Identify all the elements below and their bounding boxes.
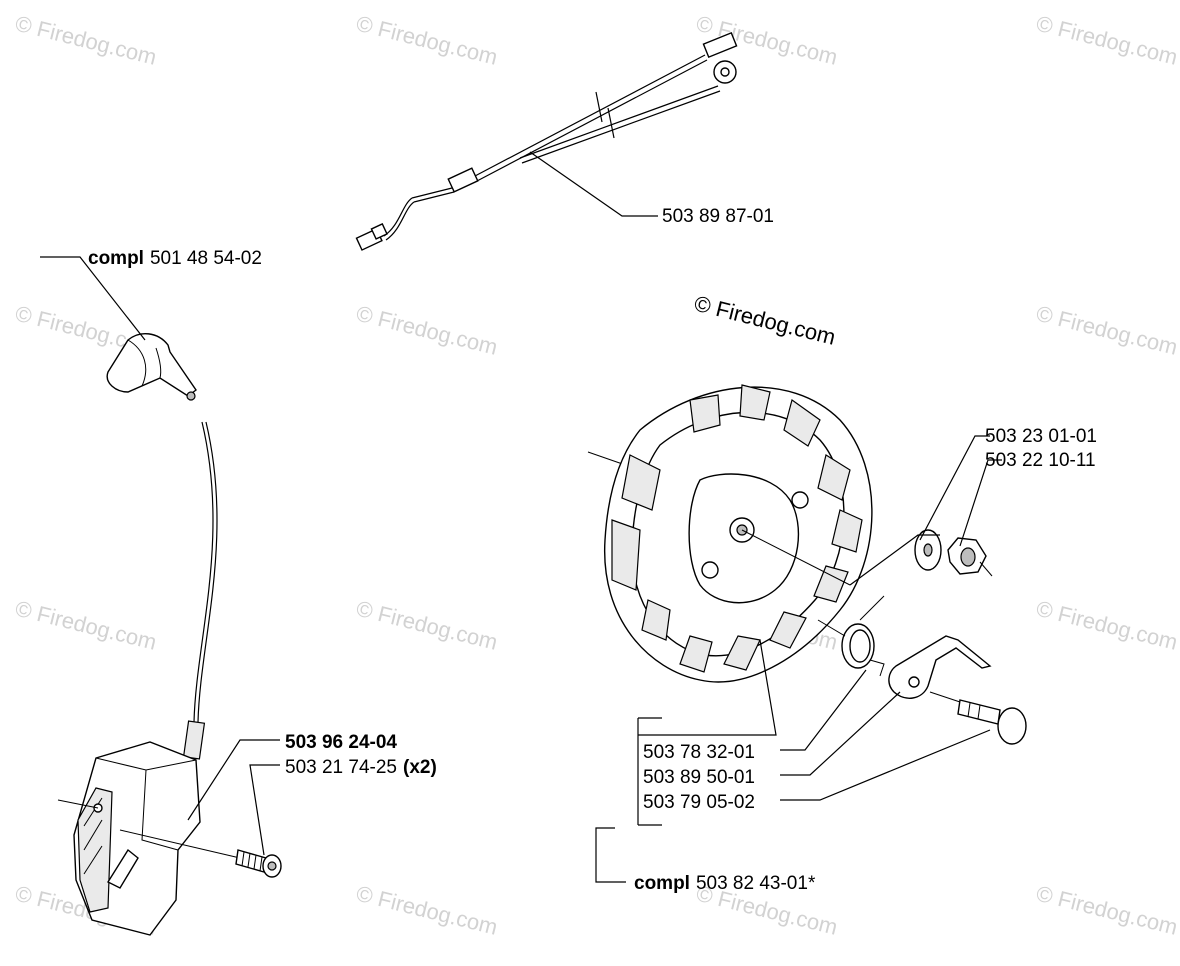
label-flywheel-part: 503 89 50-01 bbox=[643, 767, 755, 788]
leader-spring bbox=[780, 669, 867, 751]
nut-drawing bbox=[947, 537, 993, 577]
label-nut: 503 22 10-11 bbox=[985, 450, 1096, 471]
leader-flywheel-center bbox=[849, 534, 940, 586]
module-screw-drawing bbox=[119, 829, 282, 878]
pawl-drawing bbox=[888, 635, 992, 699]
watermark-text: © Firedog.com bbox=[1034, 11, 1180, 70]
leader-spark-plug-cap bbox=[40, 256, 146, 341]
label-wire-harness: 503 89 87-01 bbox=[662, 206, 774, 227]
leader-nut bbox=[959, 459, 1002, 547]
copyright-note: © Firedog.com bbox=[692, 291, 838, 350]
leader-pin bbox=[780, 729, 991, 801]
wire-harness-drawing bbox=[355, 31, 738, 251]
label-flywheel-part: 503 79 05-02 bbox=[643, 792, 755, 813]
leader-ignition-module bbox=[187, 739, 280, 821]
leader-module-screw bbox=[249, 764, 280, 856]
watermark-text: © Firedog.com bbox=[354, 301, 500, 360]
label-ignition-module: 503 96 24-04 bbox=[285, 732, 397, 753]
watermark-text: © Firedog.com bbox=[354, 881, 500, 940]
watermark-text: © Firedog.com bbox=[354, 596, 500, 655]
watermark-text: © Firedog.com bbox=[1034, 881, 1180, 940]
flywheel-drawing bbox=[587, 384, 873, 683]
watermark-text: © Firedog.com bbox=[13, 596, 159, 655]
leader-pawl bbox=[780, 691, 901, 776]
label-module-screw: 503 21 74-25(x2) bbox=[285, 757, 437, 778]
watermark-text: © Firedog.com bbox=[354, 11, 500, 70]
label-washer: 503 23 01-01 bbox=[985, 426, 1097, 447]
leader-washer bbox=[919, 435, 990, 541]
ignition-lead bbox=[193, 421, 214, 723]
label-flywheel-part: 503 78 32-01 bbox=[643, 742, 755, 763]
watermark-text: © Firedog.com bbox=[1034, 596, 1180, 655]
leader-wire-harness bbox=[529, 151, 658, 217]
watermark-text: © Firedog.com bbox=[1034, 301, 1180, 360]
pin-drawing bbox=[929, 691, 1027, 745]
bracket-compl bbox=[595, 827, 626, 883]
spring-drawing bbox=[817, 595, 885, 677]
watermark-text: © Firedog.com bbox=[13, 11, 159, 70]
leader-flywheel bbox=[638, 639, 777, 736]
washer-drawing bbox=[914, 529, 942, 571]
spark-plug-cap-drawing bbox=[106, 333, 197, 401]
ignition-module-drawing bbox=[57, 720, 206, 936]
